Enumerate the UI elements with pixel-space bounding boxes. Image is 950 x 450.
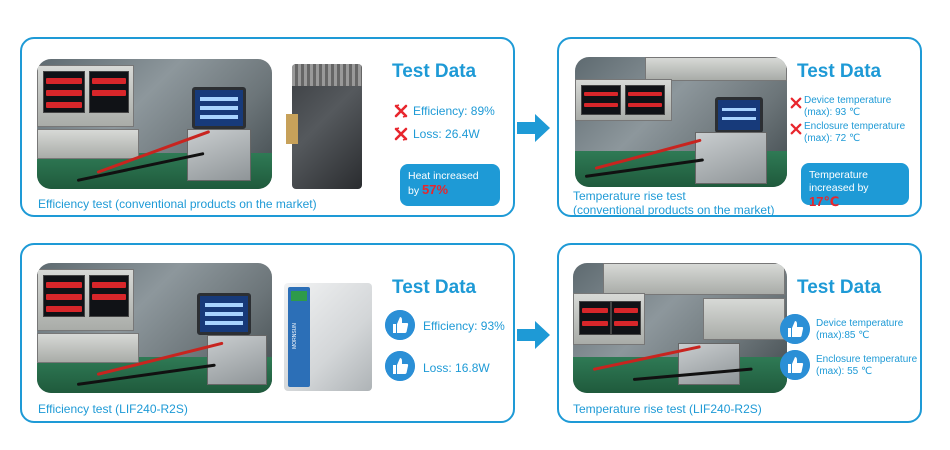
loss-value: Loss: 16.8W	[423, 361, 490, 375]
red-x-icon	[394, 127, 408, 141]
efficiency-test-photo	[37, 59, 272, 189]
efficiency-value: Efficiency: 93%	[423, 319, 505, 333]
enclosure-temperature-value: Enclosure temperature (max): 72 ℃	[804, 121, 906, 144]
red-x-icon	[790, 97, 802, 109]
panel-caption: Efficiency test (conventional products o…	[38, 197, 317, 211]
device-brand-label: MORNSUN	[292, 323, 298, 349]
loss-value: Loss: 26.4W	[413, 127, 480, 141]
panel-conventional-temperature: Test Data Device temperature (max): 93 ℃…	[557, 37, 922, 217]
device-temperature-value: Device temperature (max): 93 ℃	[804, 95, 892, 118]
panel-caption: Efficiency test (LIF240-R2S)	[38, 402, 188, 416]
conventional-power-supply-image	[286, 64, 362, 189]
thumbs-up-icon	[780, 314, 810, 344]
efficiency-value: Efficiency: 89%	[413, 104, 495, 118]
panel-title: Test Data	[392, 277, 477, 298]
panel-caption-line-1: Temperature rise test	[573, 189, 686, 203]
red-x-icon	[394, 104, 408, 118]
device-temperature-value: Device temperature (max):85 ℃	[816, 318, 904, 341]
thumbs-up-icon	[780, 350, 810, 380]
panel-conventional-efficiency: Test Data Efficiency: 89% Loss: 26.4W He…	[20, 37, 515, 217]
callout-text: Temperature increased by	[809, 169, 869, 194]
temperature-increase-callout: Temperature increased by 17℃	[801, 163, 909, 208]
callout-text: Heat increased by	[408, 170, 479, 197]
right-arrow-icon	[517, 114, 550, 142]
thumbs-up-icon	[385, 351, 415, 381]
efficiency-test-photo	[37, 263, 272, 393]
panel-caption-line-2: (conventional products on the market)	[573, 203, 775, 217]
panel-title: Test Data	[392, 61, 477, 82]
callout-value: 17℃	[809, 194, 840, 209]
panel-caption: Temperature rise test (LIF240-R2S)	[573, 402, 762, 416]
temperature-test-photo	[573, 263, 787, 393]
callout-value: 57%	[422, 182, 449, 197]
heat-increase-callout: Heat increased by 57%	[400, 164, 500, 206]
lif240-power-supply-image: MORNSUN	[284, 283, 372, 391]
right-arrow-icon	[517, 321, 550, 349]
panel-lif-efficiency: MORNSUN Test Data Efficiency: 93% Loss: …	[20, 243, 515, 423]
panel-title: Test Data	[797, 61, 882, 82]
panel-title: Test Data	[797, 277, 882, 298]
panel-lif-temperature: Test Data Device temperature (max):85 ℃ …	[557, 243, 922, 423]
thumbs-up-icon	[385, 310, 415, 340]
temperature-test-photo	[575, 57, 787, 187]
red-x-icon	[790, 123, 802, 135]
enclosure-temperature-value: Enclosure temperature (max): 55 ℃	[816, 354, 918, 377]
